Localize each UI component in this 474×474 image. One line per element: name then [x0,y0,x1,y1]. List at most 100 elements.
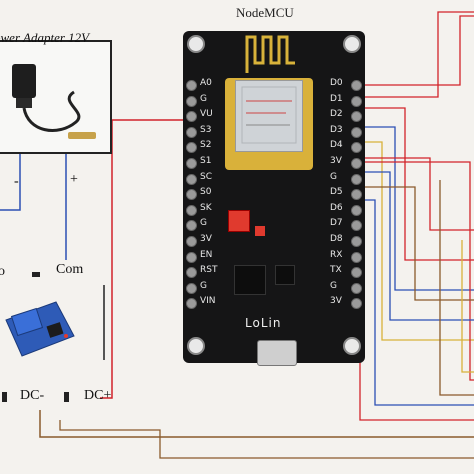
left-pin-hole [186,267,197,279]
right-pin-hole [351,80,362,91]
wire-vu-red [100,119,199,399]
left-pin-label: S0 [200,187,212,198]
board-brand: LoLin [245,316,282,330]
wire-d3 [352,126,474,291]
right-pin-hole [351,189,362,201]
right-pin-hole [351,111,362,123]
right-pin-label: TX [330,265,342,276]
relay-com-label: Com [56,262,84,277]
wire-3v [352,157,474,231]
mount-hole [343,337,361,355]
relay-dc-plus-label: DC+ [84,388,112,403]
right-pin-hole [351,236,362,247]
right-pin-label: 3V [330,296,342,307]
relay-terminal [2,392,7,402]
adapter-plus-label: + [70,172,78,187]
left-pin-hole [186,282,197,294]
left-pin-hole [186,95,197,107]
right-pin-hole [351,220,362,232]
right-pin-hole [351,126,362,138]
left-pin-label: G [200,218,207,229]
left-pin-hole [186,111,197,123]
right-pin-label: D8 [330,234,343,244]
chip [234,265,266,295]
left-pin-label: VIN [200,296,216,307]
right-pin-label: G [330,171,337,182]
left-pin-label: EN [200,249,213,260]
mount-hole [343,35,361,53]
left-pin-label: A0 [200,78,212,88]
right-pin-label: 3V [330,156,342,166]
left-pin-label: S3 [200,124,212,135]
right-pin-hole [351,142,362,154]
right-pin-label: D6 [330,202,343,213]
wire-d0 [352,15,474,86]
left-pin-hole [186,189,197,201]
right-pin-hole [351,173,362,185]
right-pin-hole [351,251,362,263]
left-pin-hole [186,204,197,216]
left-pin-hole [186,126,197,138]
right-pin-label: D2 [330,109,343,120]
right-pin-label: D0 [330,78,343,88]
adapter-minus-label: - [14,174,19,189]
power-adapter-box [0,40,112,154]
regulator [275,265,295,285]
wire-d7 [352,213,474,421]
right-pin-label: D4 [330,140,343,151]
wire-long-right [439,180,474,396]
left-pin-label: SC [200,171,212,182]
wire-g [352,171,474,321]
left-pin-hole [186,142,197,154]
left-pin-label: G [200,280,207,291]
wire-d5 [352,186,474,301]
right-pin-label: G [330,280,337,291]
power-adapter-icon [12,64,96,139]
relay-terminal [64,392,69,402]
left-pin-hole [186,236,197,247]
right-pin-label: D3 [330,124,343,135]
left-pin-label: SK [200,202,212,213]
right-pin-label: D7 [330,218,343,229]
left-pin-hole [186,251,197,263]
red-led [255,226,265,236]
wire-adapter-minus [0,150,21,211]
right-pin-label: D5 [330,187,343,198]
right-pin-hole [351,298,362,310]
relay-no-label: o [0,264,5,279]
wifi-antenna-icon [245,35,295,73]
left-pin-label: 3V [200,234,212,244]
left-pin-hole [186,80,197,91]
right-pin-hole [351,282,362,294]
left-pin-label: S1 [200,156,212,166]
red-button [228,210,250,232]
wire-d4 [352,141,474,341]
right-pin-hole [351,158,362,169]
left-pin-hole [186,298,197,310]
usb-port [257,340,297,366]
left-pin-hole [186,158,197,169]
right-pin-hole [351,267,362,279]
right-pin-hole [351,95,362,107]
left-pin-label: RST [200,265,218,276]
left-pin-hole [186,173,197,185]
esp-shield-print [241,86,297,144]
left-pin-hole [186,220,197,232]
wire-bottom [59,420,474,459]
wire-far-right [461,240,474,373]
relay-module-icon [5,301,75,357]
esp-shield [235,80,303,152]
wire-d1 [352,11,474,98]
mount-hole [187,337,205,355]
relay-dc-minus-label: DC- [20,388,45,403]
left-pin-label: VU [200,109,213,120]
wire-3v-b [352,161,474,381]
mount-hole [187,35,205,53]
right-pin-label: RX [330,249,343,260]
page-title: NodeMCU [236,5,294,20]
relay-terminal [32,272,40,277]
wire-dc-minus [39,410,474,438]
wire-d6 [352,199,474,406]
adapter-label: ower Adapter 12V [0,30,90,45]
